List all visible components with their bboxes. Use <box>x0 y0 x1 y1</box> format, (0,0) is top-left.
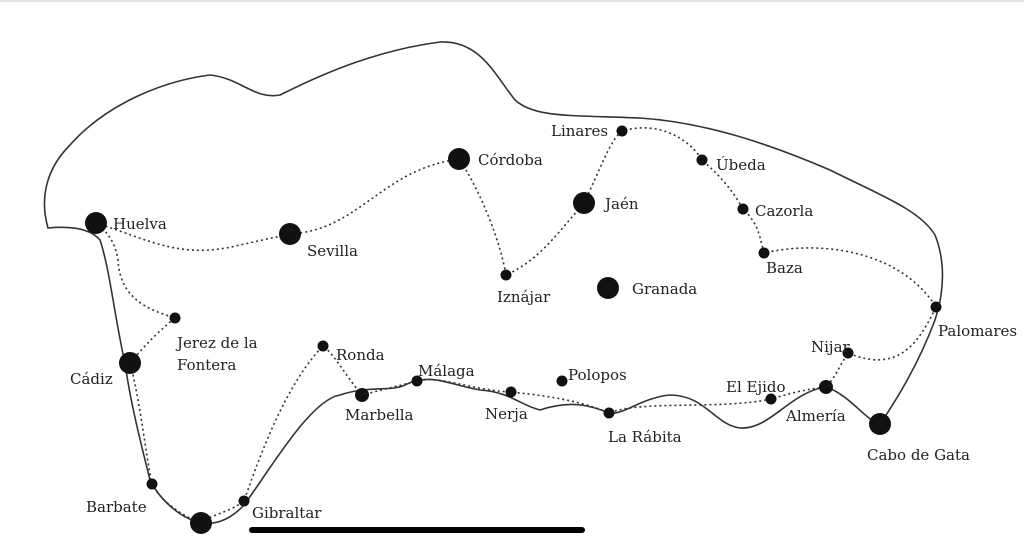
city-label: La Rábita <box>608 428 682 446</box>
route-dotted <box>95 127 937 524</box>
city-marker <box>737 203 749 215</box>
city-label: Úbeda <box>716 156 766 174</box>
city-marker <box>758 247 770 259</box>
city-label: Córdoba <box>478 151 543 169</box>
city-marker <box>238 495 250 507</box>
city-marker <box>597 277 619 299</box>
city-marker <box>355 388 369 402</box>
city-label: Almería <box>785 407 846 425</box>
city-marker <box>411 375 423 387</box>
unlabeled-city-marker <box>190 512 212 534</box>
city-label: Jerez de la <box>175 334 258 352</box>
city-label: Barbate <box>86 498 147 516</box>
city-marker <box>505 386 517 398</box>
region-outline <box>43 41 944 525</box>
city-marker <box>603 407 615 419</box>
city-marker <box>930 301 942 313</box>
city-label: Cádiz <box>70 370 113 388</box>
city-marker <box>765 393 777 405</box>
city-label: Jaén <box>603 195 639 213</box>
city-label: Sevilla <box>307 242 358 260</box>
city-label: Cabo de Gata <box>867 446 970 464</box>
home-indicator <box>249 527 585 533</box>
city-label: El Ejido <box>726 378 786 396</box>
city-marker <box>616 125 628 137</box>
city-marker <box>119 352 141 374</box>
city-marker <box>279 223 301 245</box>
city-marker <box>146 478 158 490</box>
city-label: Marbella <box>345 406 414 424</box>
city-marker <box>696 154 708 166</box>
top-border <box>0 0 1024 2</box>
city-marker <box>500 269 512 281</box>
city-marker <box>85 212 107 234</box>
city-marker <box>556 375 568 387</box>
city-label: Gibraltar <box>252 504 322 522</box>
city-marker <box>317 340 329 352</box>
city-label: Ronda <box>336 346 385 364</box>
city-marker <box>169 312 181 324</box>
city-label: Iznájar <box>497 288 551 306</box>
city-label: Málaga <box>418 362 475 380</box>
city-label: Polopos <box>568 366 627 384</box>
city-label: Granada <box>632 280 697 298</box>
city-label: Linares <box>551 122 608 140</box>
city-marker <box>869 413 891 435</box>
city-label: Cazorla <box>755 202 813 220</box>
city-label: Palomares <box>938 322 1017 340</box>
city-label: Baza <box>766 259 803 277</box>
city-label-line2: Fontera <box>177 356 236 374</box>
city-marker <box>448 148 470 170</box>
city-label: Nerja <box>485 405 528 423</box>
city-label: Huelva <box>113 215 167 233</box>
city-label: Nijar <box>811 338 851 356</box>
city-marker <box>819 380 833 394</box>
city-marker <box>573 192 595 214</box>
city-marker <box>842 347 854 359</box>
